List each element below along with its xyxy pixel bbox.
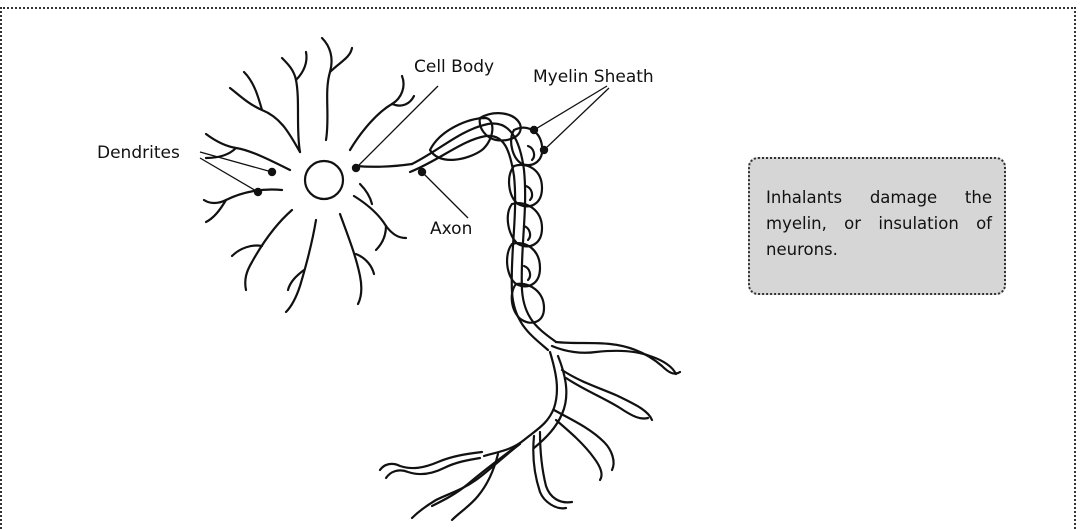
dendrites-pointer-dot-2	[254, 188, 262, 196]
myelin-pointer-dot-1	[530, 126, 538, 134]
cell-body-pointer-dot	[352, 164, 360, 172]
myelin-pointer-dot-2	[540, 146, 548, 154]
label-myelin-sheath: Myelin Sheath	[533, 67, 654, 87]
nucleus	[305, 161, 343, 199]
dendrites-pointer-dot-1	[268, 168, 276, 176]
axon-terminals	[380, 342, 680, 520]
label-cell-body: Cell Body	[414, 57, 494, 77]
label-dendrites: Dendrites	[97, 143, 180, 163]
info-note-text: Inhalants damage the myelin, or insulati…	[766, 188, 992, 259]
cell-body-outline	[204, 38, 414, 312]
myelin-segments	[430, 113, 544, 323]
info-note: Inhalants damage the myelin, or insulati…	[748, 157, 1006, 295]
label-axon: Axon	[430, 219, 472, 239]
axon-pointer-dot	[418, 168, 426, 176]
